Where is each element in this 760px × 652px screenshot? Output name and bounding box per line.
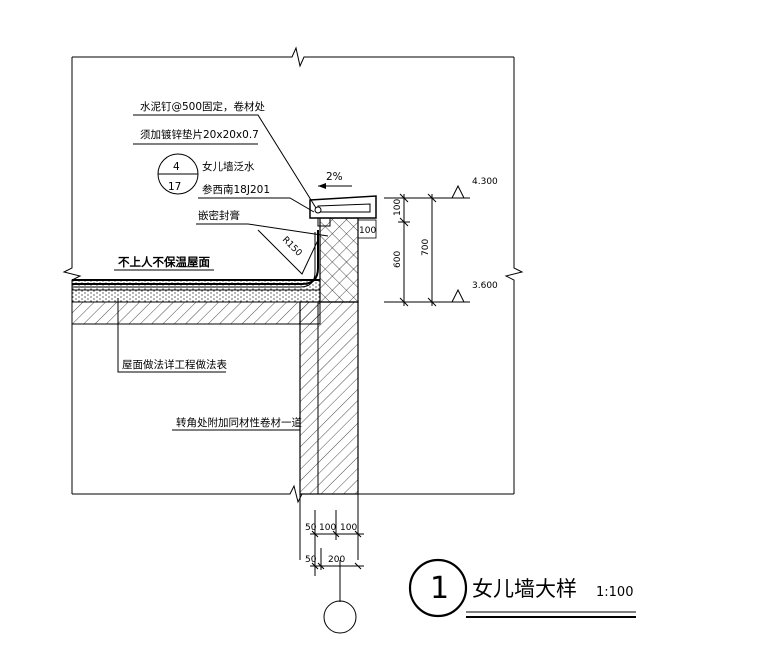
dim-bottom-50-b: 50	[305, 555, 317, 565]
membrane-flashing	[72, 206, 322, 288]
dim-bottom-50: 50	[305, 523, 317, 533]
dim-bottom-100-a: 100	[319, 523, 336, 533]
roof-type-label: 不上人不保温屋面	[118, 255, 210, 269]
frame	[62, 46, 524, 504]
slope-label: 2%	[326, 171, 343, 183]
dimension-lines	[318, 183, 470, 307]
bottom-dimensions	[310, 510, 364, 634]
dim-bottom-100-b: 100	[340, 523, 357, 533]
elevation-top: 4.300	[472, 177, 498, 187]
ref-number-top: 4	[173, 161, 180, 173]
parapet-coping	[309, 195, 377, 227]
note-nail-line1: 水泥钉@500固定，卷材处	[140, 100, 266, 113]
title-text: 女儿墙大样	[472, 577, 577, 601]
dim-600: 600	[393, 251, 403, 268]
dim-wall-thickness: 100	[359, 226, 376, 236]
corner-note: 转角处附加同材性卷材一道	[176, 416, 302, 429]
ref-number-bottom: 17	[168, 181, 181, 193]
note-ref-line2: 参西南18J201	[202, 183, 270, 196]
title-number: 1	[430, 571, 449, 606]
note-nail-line2: 须加镀锌垫片20x20x0.7	[140, 128, 259, 141]
elevation-roof: 3.600	[472, 281, 498, 291]
dim-bottom-200: 200	[328, 555, 345, 565]
title-scale: 1:100	[596, 585, 633, 600]
note-sealant: 嵌密封膏	[198, 209, 240, 222]
parapet-wall	[299, 217, 359, 560]
dim-700: 700	[421, 239, 431, 256]
title-block	[408, 558, 636, 618]
dim-coping-height: 100	[393, 199, 403, 216]
note-ref-line1: 女儿墙泛水	[202, 160, 255, 173]
leader-lines	[114, 114, 329, 431]
roof-method-note: 屋面做法详工程做法表	[122, 358, 227, 371]
